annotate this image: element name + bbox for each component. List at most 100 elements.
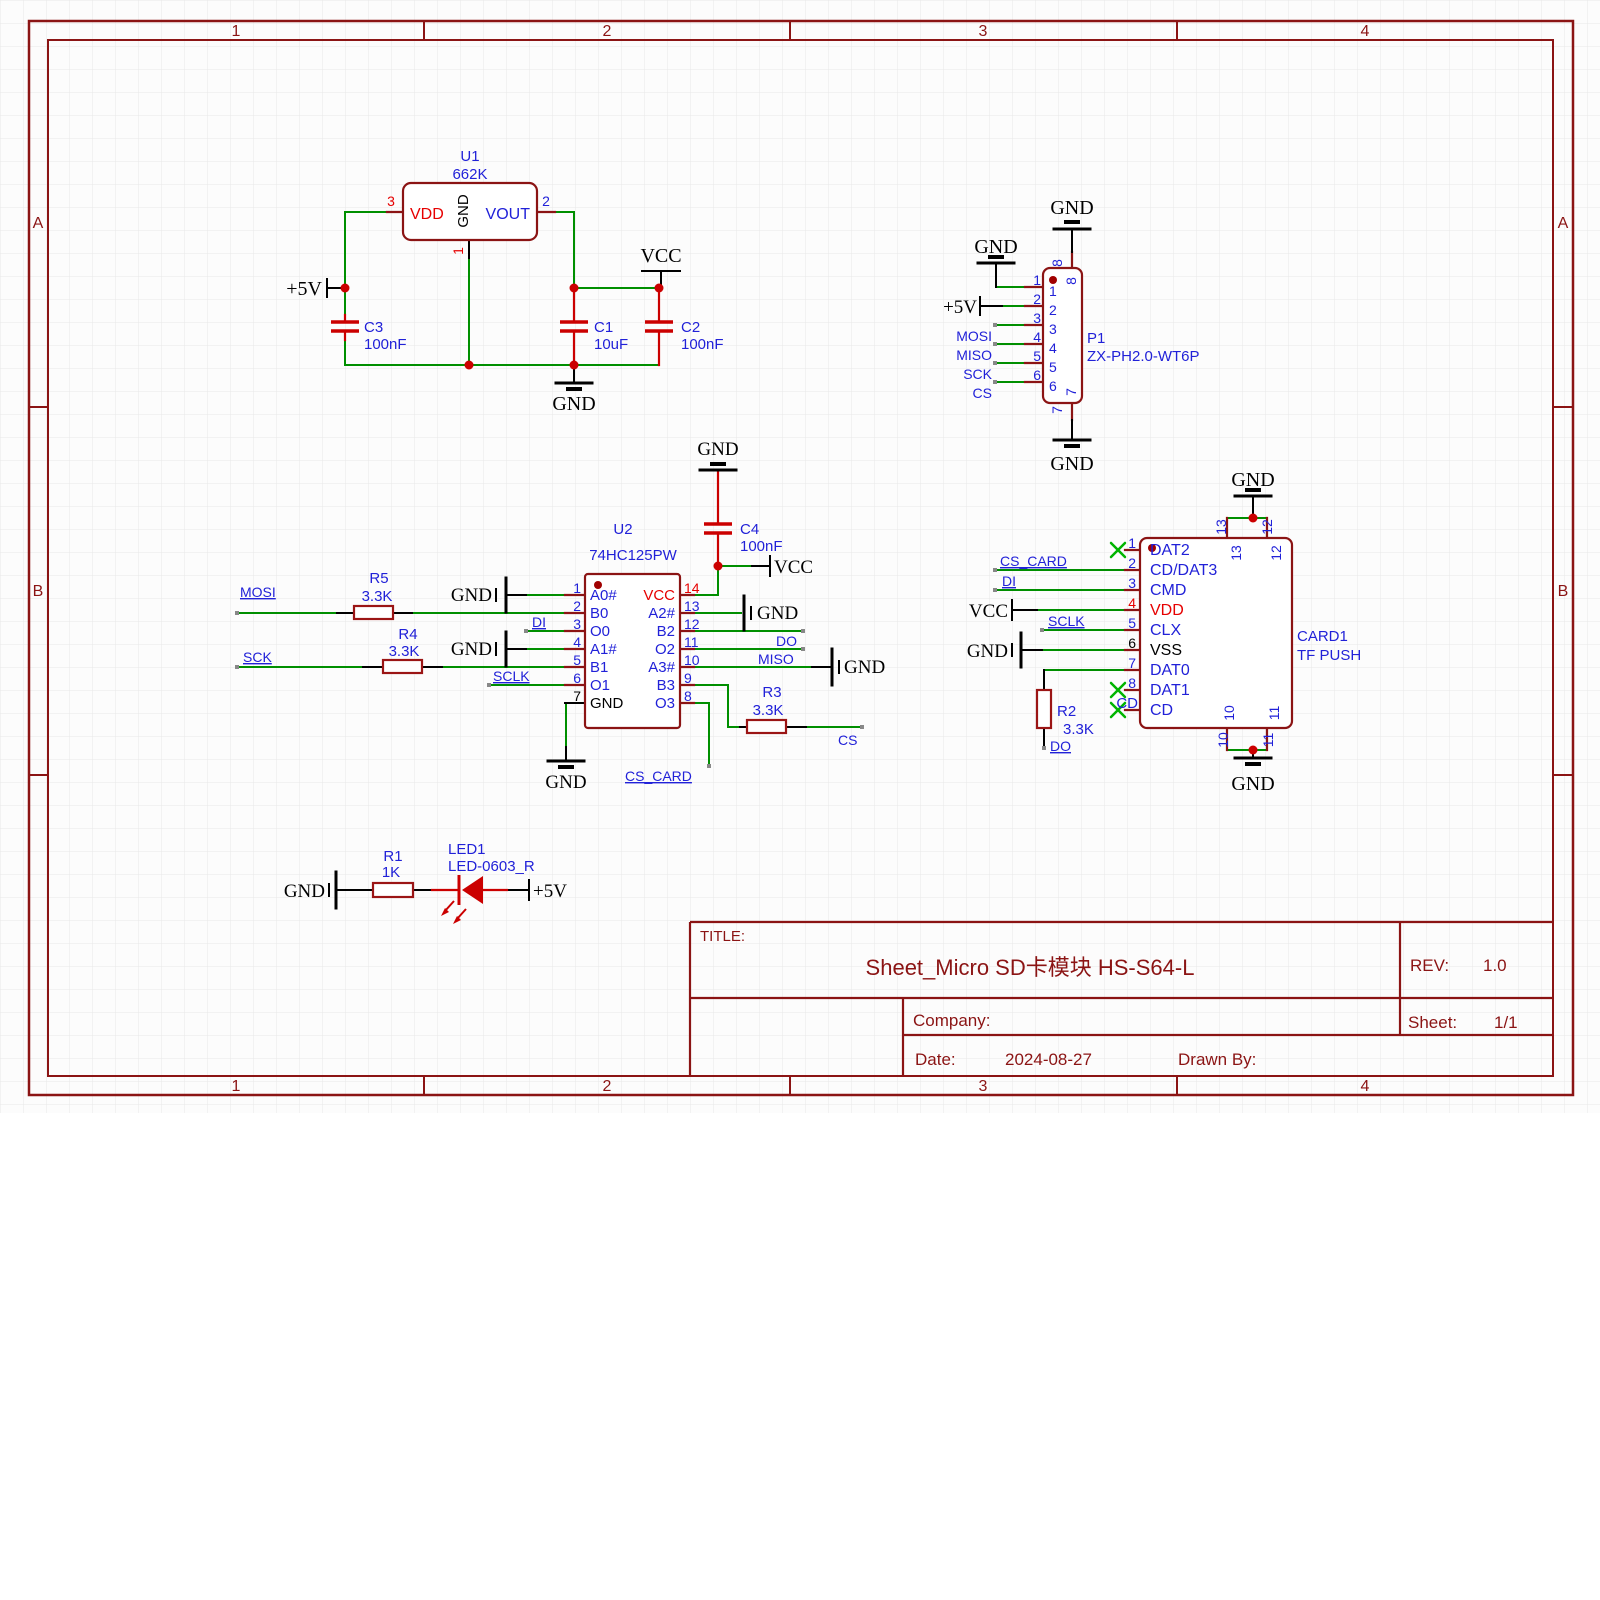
c1-ref: C1 <box>594 319 613 336</box>
net-label-miso[interactable]: MISO <box>758 651 794 667</box>
capacitor-icon <box>704 522 732 535</box>
net-label-di[interactable]: DI <box>532 614 546 630</box>
gnd-symbol[interactable]: GND <box>1050 438 1094 475</box>
col-label-4-top: 4 <box>1361 23 1370 40</box>
component-card1[interactable]: 1 2 3 4 5 6 7 8 CD DAT2 CD/DAT3 CMD VDD … <box>1109 519 1361 748</box>
u1-pin-number-3: 3 <box>387 193 395 209</box>
date-label: Date: <box>915 1050 956 1069</box>
component-u1[interactable]: U1 662K VDD VOUT GND 3 2 1 <box>385 148 557 255</box>
net-label-cs-card[interactable]: CS_CARD <box>625 768 692 784</box>
c3-ref: C3 <box>364 319 383 336</box>
net-label-sck[interactable]: SCK <box>963 366 992 382</box>
gnd-label: GND <box>1231 469 1274 491</box>
c3-value: 100nF <box>364 336 407 353</box>
c2-value: 100nF <box>681 336 724 353</box>
net-label-do[interactable]: DO <box>776 633 797 649</box>
p1-num-5: 5 <box>1033 348 1041 364</box>
net-label-sclk[interactable]: SCLK <box>493 668 530 684</box>
junction-dot <box>713 561 723 571</box>
u2-pin-a2: A2# <box>648 605 675 622</box>
resistor-icon <box>745 718 788 735</box>
component-r2[interactable]: R2 3.3K <box>1035 688 1094 738</box>
component-c4[interactable]: C4 100nF <box>704 521 783 555</box>
power-port-5v[interactable]: +5V <box>286 278 328 300</box>
component-r1[interactable]: R1 1K <box>371 848 415 899</box>
gnd-symbol[interactable]: GND <box>451 630 508 668</box>
gnd-symbol[interactable]: GND <box>545 759 587 793</box>
gnd-symbol[interactable]: GND <box>284 870 338 910</box>
power-port-vcc[interactable]: VCC <box>769 555 813 578</box>
net-label-miso[interactable]: MISO <box>956 347 992 363</box>
u2-pin-a3: A3# <box>648 659 675 676</box>
row-label-a-right: A <box>1558 215 1569 232</box>
component-p1[interactable]: 1 2 3 4 5 6 1 2 3 4 5 6 8 8 7 7 P1 ZX-PH… <box>1023 259 1200 414</box>
net-label-cs[interactable]: CS <box>973 385 992 401</box>
u2-num-6: 6 <box>573 670 581 686</box>
component-c1[interactable]: C1 10uF <box>560 319 628 353</box>
gnd-symbol[interactable]: GND <box>967 631 1023 669</box>
r5-value: 3.3K <box>362 588 393 605</box>
card1-num-3: 3 <box>1128 575 1136 591</box>
net-label-do[interactable]: DO <box>1050 738 1071 754</box>
card1-name-11-in: 11 <box>1266 706 1282 721</box>
gnd-symbol[interactable]: GND <box>974 236 1018 265</box>
component-led1[interactable]: LED1 LED-0603_R <box>441 841 535 924</box>
gnd-symbol[interactable]: GND <box>552 381 596 415</box>
gnd-symbol[interactable]: GND <box>451 576 508 614</box>
u1-body <box>401 181 539 242</box>
u2-num-7: 7 <box>573 688 581 704</box>
p1-num-6: 6 <box>1033 367 1041 383</box>
card1-num-4: 4 <box>1128 595 1136 611</box>
gnd-symbol[interactable]: GND <box>830 647 885 687</box>
r1-ref: R1 <box>383 848 402 865</box>
card1-num-10-out: 10 <box>1215 732 1231 748</box>
power-port-vcc[interactable]: VCC <box>969 599 1013 622</box>
gnd-symbol[interactable]: GND <box>742 594 798 632</box>
power-port-5v[interactable]: +5V <box>528 879 567 902</box>
component-r5[interactable]: R5 3.3K <box>352 570 395 621</box>
net-label-cs[interactable]: CS <box>838 732 857 748</box>
net-label-di[interactable]: DI <box>1002 573 1016 589</box>
component-c3[interactable]: C3 100nF <box>331 319 407 353</box>
wires <box>236 468 863 767</box>
section-p1: GND GND GND +5V MOSI MISO SCK CS <box>943 197 1199 475</box>
u2-pin-a0: A0# <box>590 587 617 604</box>
component-u2[interactable]: U2 74HC125PW 1 2 3 4 5 6 7 A0# B0 O0 A1#… <box>563 521 700 730</box>
p1-name-2: 2 <box>1049 302 1057 318</box>
card1-num-7: 7 <box>1128 655 1136 671</box>
component-r4[interactable]: R4 3.3K <box>381 626 424 675</box>
component-c2[interactable]: C2 100nF <box>645 319 724 353</box>
net-label-mosi[interactable]: MOSI <box>956 328 992 344</box>
card1-pin-dat2: DAT2 <box>1150 542 1190 559</box>
c1-value: 10uF <box>594 336 628 353</box>
wires <box>326 211 662 384</box>
u2-pin-b0: B0 <box>590 605 608 622</box>
net-label-cs-card[interactable]: CS_CARD <box>1000 553 1067 569</box>
gnd-symbol[interactable]: GND <box>1050 197 1094 231</box>
gnd-symbol[interactable]: GND <box>697 439 739 472</box>
gnd-label: GND <box>967 641 1008 662</box>
gnd-symbol[interactable]: GND <box>1231 469 1275 498</box>
r3-ref: R3 <box>762 684 781 701</box>
p1-name-3: 3 <box>1049 321 1057 337</box>
p1-ref: P1 <box>1087 330 1105 347</box>
gnd-label: GND <box>451 585 492 606</box>
c2-ref: C2 <box>681 319 700 336</box>
wire-endpoints <box>235 611 864 768</box>
component-r3[interactable]: R3 3.3K <box>745 684 788 735</box>
net-label-sck[interactable]: SCK <box>243 649 272 665</box>
gnd-symbol[interactable]: GND <box>1231 756 1275 795</box>
col-label-2-bottom: 2 <box>603 1078 612 1095</box>
u2-ref: U2 <box>613 521 632 538</box>
led-light-arrows-icon <box>441 900 467 924</box>
u2-num-8: 8 <box>684 688 692 704</box>
r3-value: 3.3K <box>753 702 784 719</box>
sheet-label: Sheet: <box>1408 1013 1457 1032</box>
net-label-sclk[interactable]: SCLK <box>1048 613 1085 629</box>
gnd-label: GND <box>1050 197 1093 219</box>
net-label-mosi[interactable]: MOSI <box>240 584 276 600</box>
power-port-vcc[interactable]: VCC <box>640 245 682 272</box>
power-port-5v[interactable]: +5V <box>943 296 981 318</box>
p1-name-6: 6 <box>1049 378 1057 394</box>
col-label-2-top: 2 <box>603 23 612 40</box>
